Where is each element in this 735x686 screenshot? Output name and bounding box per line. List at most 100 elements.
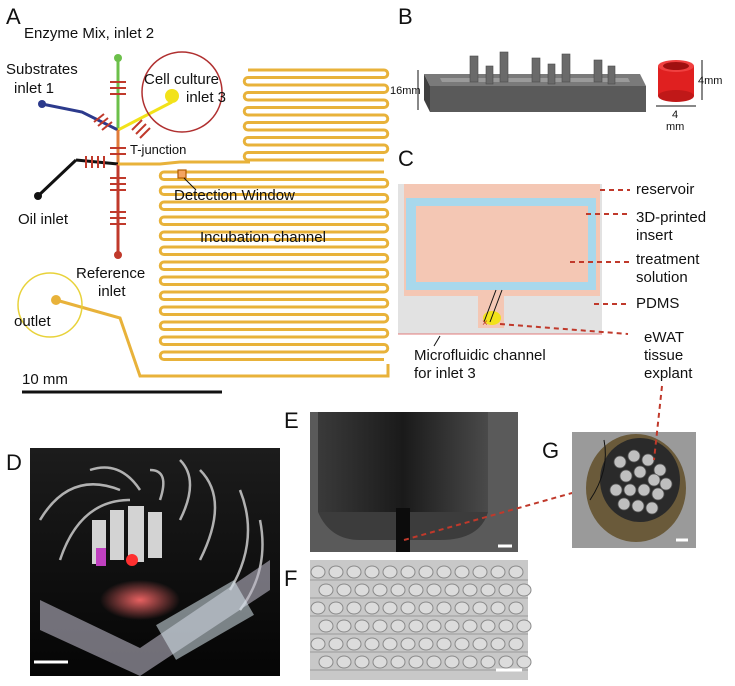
insert-label-2: insert	[636, 227, 674, 244]
scale-bar-label: 10 mm	[22, 371, 68, 388]
reference-inlet-dot	[114, 251, 122, 259]
enzyme-inlet-dot	[114, 54, 122, 62]
panel-b: B 16mm 4mm 4 mm	[390, 4, 722, 133]
adipocyte	[659, 477, 673, 491]
droplet	[372, 655, 388, 669]
droplet	[364, 601, 380, 615]
droplet	[472, 637, 488, 651]
panel-d: D	[6, 448, 280, 676]
t-junction-channel	[118, 160, 250, 166]
droplet	[372, 619, 388, 633]
droplet	[508, 565, 524, 579]
droplet	[408, 583, 424, 597]
microfluidic-label: Microfluidic channel	[414, 347, 546, 364]
microchannel-slot	[396, 508, 410, 552]
cell-culture-inlet-label: inlet 3	[186, 89, 226, 106]
droplet	[364, 565, 380, 579]
droplet	[462, 583, 478, 597]
droplet	[508, 637, 524, 651]
panel-a: A	[6, 4, 390, 394]
droplet	[426, 655, 442, 669]
incubation-channel-label: Incubation channel	[200, 229, 326, 246]
cylinder-width-unit: mm	[666, 121, 684, 133]
droplet	[426, 583, 442, 597]
droplet	[336, 583, 352, 597]
droplet	[310, 637, 326, 651]
red-glow	[100, 580, 180, 620]
droplet	[318, 583, 334, 597]
droplet	[418, 601, 434, 615]
droplet	[490, 565, 506, 579]
panel-label-b: B	[398, 4, 413, 29]
adipocyte	[613, 455, 627, 469]
oil-channel	[36, 158, 78, 198]
droplet	[310, 601, 326, 615]
panel-label-e: E	[284, 408, 299, 433]
droplet	[390, 655, 406, 669]
droplet	[336, 655, 352, 669]
ewat-label-3: explant	[644, 365, 693, 382]
adipocyte	[631, 499, 645, 513]
droplet	[408, 619, 424, 633]
droplet	[462, 655, 478, 669]
panel-label-f: F	[284, 566, 297, 591]
reference-label: Reference	[76, 265, 145, 282]
vials	[92, 506, 162, 564]
adipocyte	[637, 483, 651, 497]
droplet	[498, 583, 514, 597]
height-label: 16mm	[390, 85, 421, 97]
oil-inlet-dot	[34, 192, 42, 200]
droplet	[444, 583, 460, 597]
treatment-solution	[416, 206, 588, 282]
panel-label-d: D	[6, 450, 22, 475]
adipocyte	[651, 487, 665, 501]
detection-window-label: Detection Window	[174, 187, 295, 204]
adipocyte	[623, 483, 637, 497]
droplet	[346, 601, 362, 615]
droplet	[372, 583, 388, 597]
droplet	[454, 565, 470, 579]
adipocyte	[645, 501, 659, 515]
chip-plate	[40, 560, 270, 676]
detection-window-marker	[177, 169, 187, 179]
adipocyte	[627, 449, 641, 463]
panel-label-g: G	[542, 438, 559, 463]
panel-label-a: A	[6, 4, 21, 29]
droplet	[382, 601, 398, 615]
insert-openings	[430, 290, 550, 296]
link-c-to-g	[653, 385, 663, 461]
serpentine-channel-top	[242, 68, 390, 162]
adipocyte	[647, 473, 661, 487]
adipocytes	[609, 449, 673, 515]
droplet	[454, 637, 470, 651]
droplet	[382, 637, 398, 651]
insert-body	[318, 412, 488, 512]
panel-label-c: C	[398, 146, 414, 171]
droplet	[328, 565, 344, 579]
droplet	[328, 637, 344, 651]
adipocyte	[617, 497, 631, 511]
droplet	[508, 601, 524, 615]
droplet	[516, 583, 532, 597]
red-vial	[126, 554, 138, 566]
adipocyte	[641, 453, 655, 467]
substrates-inlet-label: inlet 1	[14, 80, 54, 97]
treatment-label: treatment	[636, 251, 700, 268]
substrate-channel	[41, 102, 119, 132]
droplet	[408, 655, 424, 669]
droplet	[436, 601, 452, 615]
droplet	[498, 619, 514, 633]
panel-e: E	[284, 408, 591, 552]
adipocyte	[609, 483, 623, 497]
cylinder-height-label: 4mm	[698, 75, 722, 87]
droplet	[354, 583, 370, 597]
treatment-label-2: solution	[636, 269, 688, 286]
droplet	[418, 565, 434, 579]
adipocyte	[619, 469, 633, 483]
callout-lines	[499, 189, 630, 335]
droplet	[346, 565, 362, 579]
droplet	[516, 655, 532, 669]
droplet	[400, 637, 416, 651]
droplet	[480, 583, 496, 597]
